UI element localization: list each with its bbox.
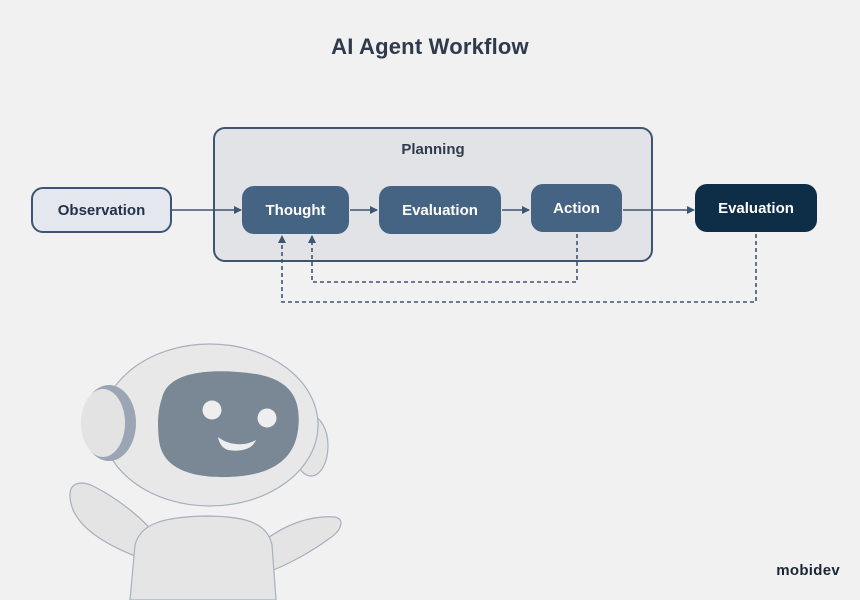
thought-node[interactable]: Thought — [242, 186, 349, 234]
feedback-evaluation-to-thought — [278, 234, 757, 303]
feedback-action-to-thought — [308, 234, 578, 283]
observation-node[interactable]: Observation — [31, 187, 172, 233]
evaluation-node-inner[interactable]: Evaluation — [379, 186, 501, 234]
diagram-title: AI Agent Workflow — [331, 34, 529, 59]
planning-label: Planning — [401, 141, 465, 158]
brand-logo: mobidev — [776, 562, 840, 579]
evaluation-node-outer[interactable]: Evaluation — [695, 184, 817, 232]
action-node[interactable]: Action — [531, 184, 622, 232]
